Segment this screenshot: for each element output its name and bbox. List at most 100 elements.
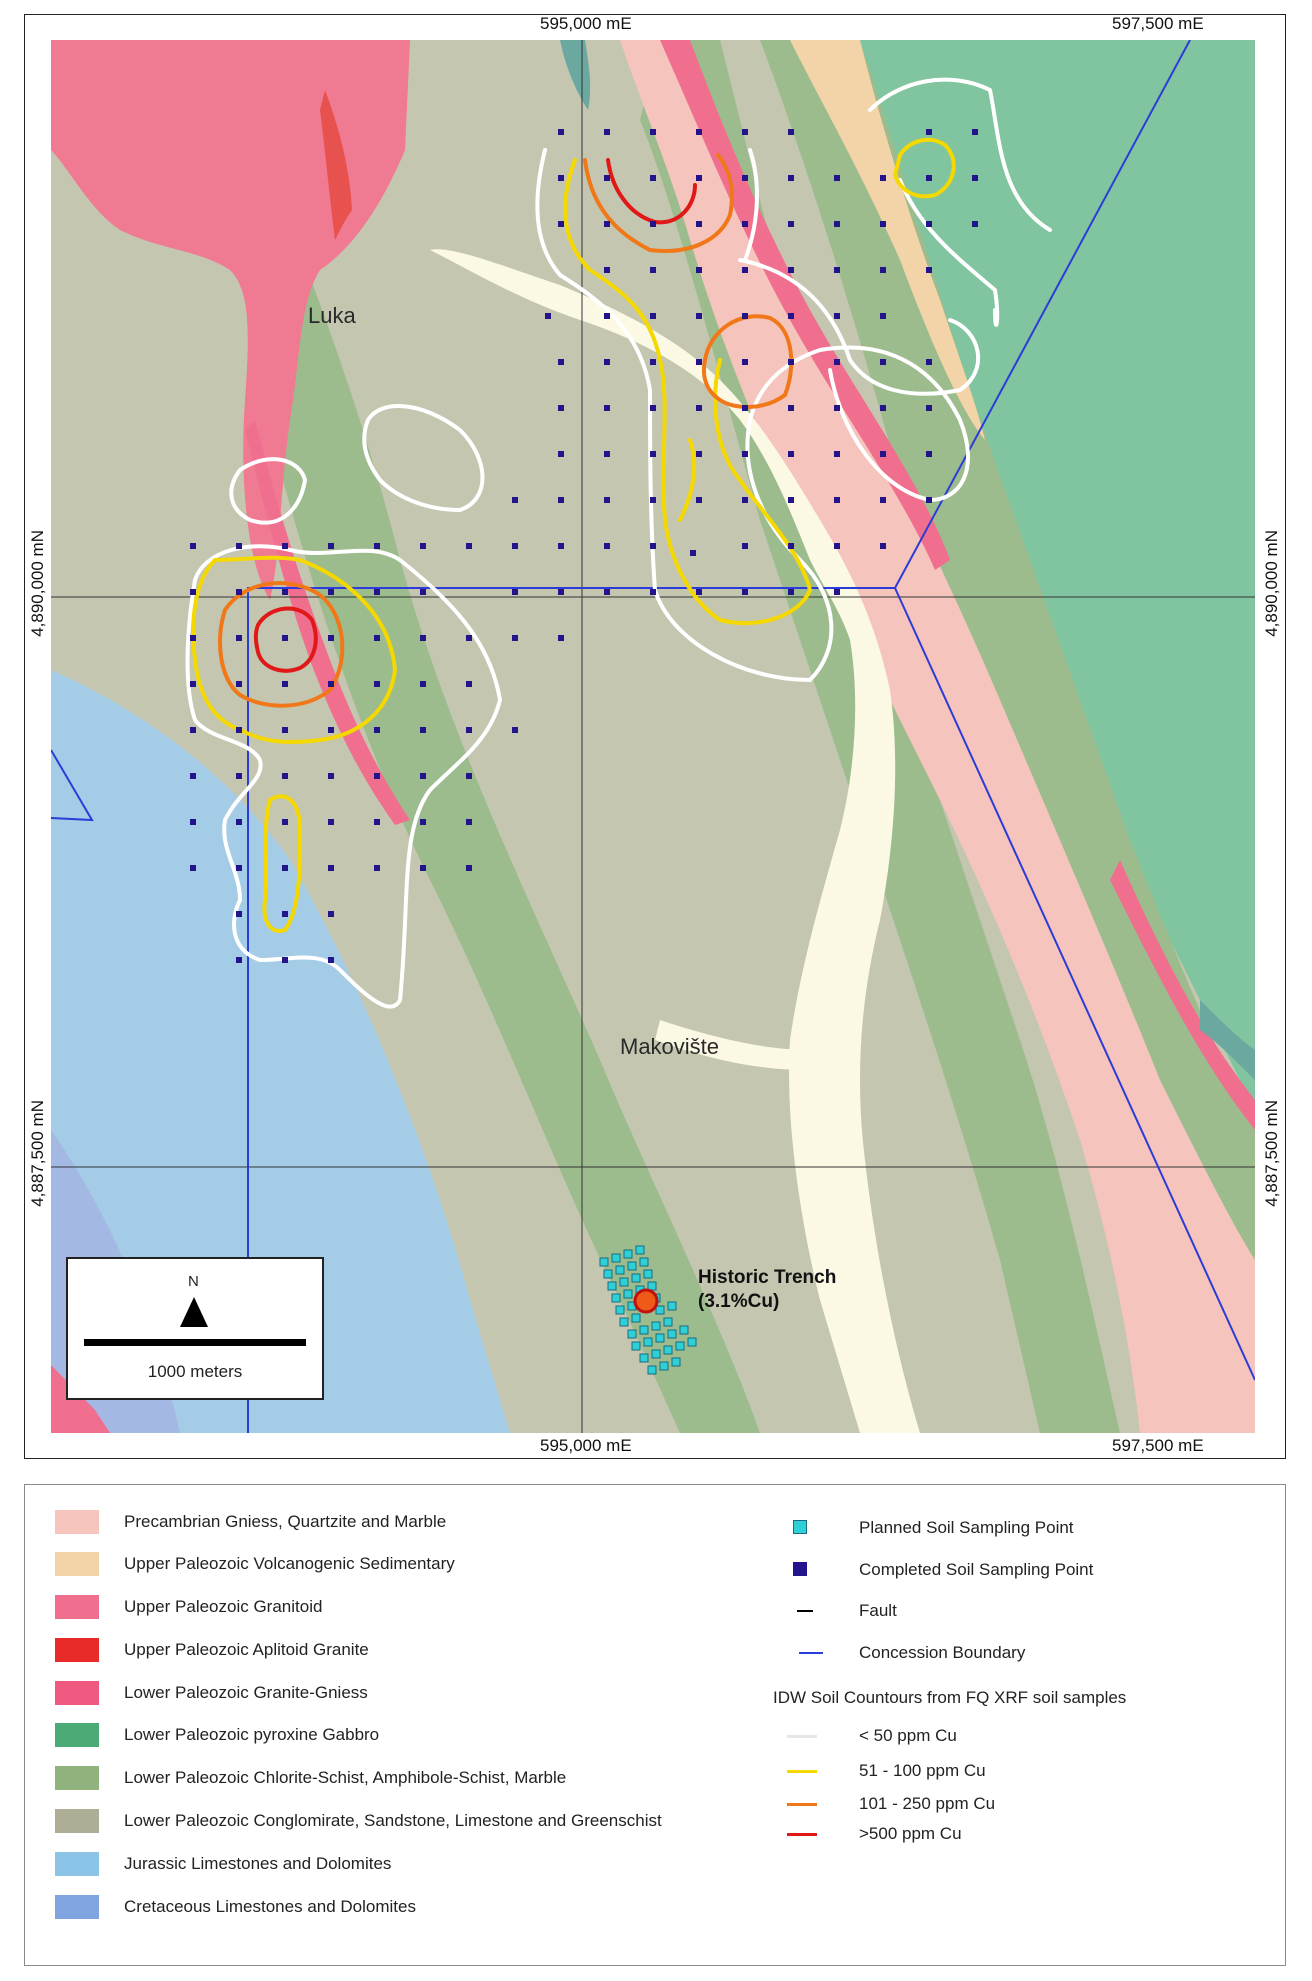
legend-label: Lower Paleozoic Chlorite-Schist, Amphibo… xyxy=(124,1768,567,1787)
legend-swatch xyxy=(55,1723,99,1747)
coord-left-4890000: 4,890,000 mN xyxy=(28,530,47,637)
scale-bar xyxy=(84,1339,306,1346)
coord-bottom-595000: 595,000 mE xyxy=(540,1436,632,1455)
legend-item-fault: Fault xyxy=(787,1600,897,1622)
contour-lt50 xyxy=(738,258,980,396)
contour-lt50-icon xyxy=(787,1735,817,1738)
unit-teal-strip-se xyxy=(1200,1000,1255,1080)
legend-item-cretaceous: Cretaceous Limestones and Dolomites xyxy=(55,1895,416,1919)
legend-swatch xyxy=(55,1895,99,1919)
legend-item-contour-gt500: >500 ppm Cu xyxy=(787,1823,962,1845)
legend-item-conglomerate: Lower Paleozoic Conglomirate, Sandstone,… xyxy=(55,1809,662,1833)
unit-granite-gneiss-stripe xyxy=(660,40,950,570)
legend-label: Planned Soil Sampling Point xyxy=(859,1518,1074,1537)
contour-51-100 xyxy=(563,158,813,626)
legend-label: Lower Paleozoic Granite-Gniess xyxy=(124,1683,368,1702)
legend-swatch xyxy=(55,1681,99,1705)
legend-item-jurassic: Jurassic Limestones and Dolomites xyxy=(55,1852,392,1876)
legend-label: Completed Soil Sampling Point xyxy=(859,1560,1094,1579)
fault-line-icon xyxy=(797,1610,813,1612)
contour-51-100-icon xyxy=(787,1770,817,1773)
legend-label: Lower Paleozoic pyroxine Gabbro xyxy=(124,1725,380,1744)
legend-item-granite-gneiss: Lower Paleozoic Granite-Gniess xyxy=(55,1681,368,1705)
legend-item-planned-point: Planned Soil Sampling Point xyxy=(787,1517,1074,1539)
contour-lt50 xyxy=(535,148,971,683)
legend-swatch xyxy=(55,1638,99,1662)
coord-top-597500: 597,500 mE xyxy=(1112,14,1204,33)
legend-item-chlorite-schist: Lower Paleozoic Chlorite-Schist, Amphibo… xyxy=(55,1766,567,1790)
scale-label: 1000 meters xyxy=(147,1362,243,1381)
contour-51-100 xyxy=(892,137,956,199)
unit-granitoid-nw xyxy=(51,40,410,600)
unit-aplitoid xyxy=(320,90,352,240)
contour-51-100 xyxy=(678,438,697,522)
coord-right-4887500: 4,887,500 mN xyxy=(1262,1100,1281,1207)
contour-lt50 xyxy=(362,404,485,513)
legend-item-contour-51-100: 51 - 100 ppm Cu xyxy=(787,1760,986,1782)
legend-item-completed-point: Completed Soil Sampling Point xyxy=(787,1559,1093,1581)
coord-bottom-597500: 597,500 mE xyxy=(1112,1436,1204,1455)
place-makoviste: Makovište xyxy=(620,1034,720,1059)
unit-teal-strip xyxy=(560,40,591,110)
legend-contour-heading: IDW Soil Countours from FQ XRF soil samp… xyxy=(773,1688,1127,1707)
legend-label: 51 - 100 ppm Cu xyxy=(859,1761,986,1780)
legend-swatch xyxy=(55,1552,99,1576)
legend-label: < 50 ppm Cu xyxy=(859,1726,957,1745)
contour-101-250 xyxy=(701,314,794,409)
planned-point-icon xyxy=(793,1520,807,1534)
contour-101-250 xyxy=(583,153,734,253)
contour-101-250 xyxy=(218,581,345,708)
contour-lt50 xyxy=(743,148,759,262)
legend-item-contour-101-250: 101 - 250 ppm Cu xyxy=(787,1793,995,1815)
unit-granite-gneiss-stripe-2 xyxy=(1110,860,1255,1130)
coord-right-4890000: 4,890,000 mN xyxy=(1262,530,1281,637)
coord-left-4887500: 4,887,500 mN xyxy=(28,1100,47,1207)
unit-quaternary xyxy=(430,249,920,1433)
legend-swatch xyxy=(55,1852,99,1876)
legend-swatch xyxy=(55,1510,99,1534)
completed-sampling-points xyxy=(190,129,978,963)
unit-volcanogenic xyxy=(790,40,985,440)
legend-label: 101 - 250 ppm Cu xyxy=(859,1794,996,1813)
contour-lt50 xyxy=(868,77,1052,327)
legend-label: Concession Boundary xyxy=(859,1643,1026,1662)
legend-swatch xyxy=(55,1595,99,1619)
legend: Precambrian Gniess, Quartzite and Marble… xyxy=(24,1484,1286,1966)
legend-label: Cretaceous Limestones and Dolomites xyxy=(124,1897,416,1916)
unit-quaternary-branch xyxy=(655,1020,810,1070)
contour-gt500 xyxy=(253,606,318,673)
unit-precambrian xyxy=(620,40,1255,1433)
legend-swatch xyxy=(55,1809,99,1833)
legend-item-gabbro: Lower Paleozoic pyroxine Gabbro xyxy=(55,1723,380,1747)
legend-item-volcanogenic: Upper Paleozoic Volcanogenic Sedimentary xyxy=(55,1552,455,1576)
north-arrow-icon xyxy=(180,1297,208,1327)
legend-label: Upper Paleozoic Aplitoid Granite xyxy=(124,1640,369,1659)
contour-lt50 xyxy=(229,457,308,525)
contour-51-100 xyxy=(262,794,303,933)
north-label: N xyxy=(188,1273,199,1290)
geology-map xyxy=(51,40,1255,1433)
legend-item-granitoid: Upper Paleozoic Granitoid xyxy=(55,1595,323,1619)
historic-trench-label: Historic Trench (3.1%Cu) xyxy=(698,1266,836,1314)
contour-51-100 xyxy=(191,555,398,744)
completed-point-icon xyxy=(793,1562,807,1576)
legend-item-contour-lt50: < 50 ppm Cu xyxy=(787,1725,957,1747)
contour-lt50 xyxy=(185,544,503,1009)
legend-swatch xyxy=(55,1766,99,1790)
contour-101-250-icon xyxy=(787,1803,817,1806)
historic-trench-marker xyxy=(633,1288,659,1314)
contour-gt500-icon xyxy=(787,1833,817,1836)
scale-box: N 1000 meters xyxy=(66,1257,324,1400)
legend-label: Upper Paleozoic Granitoid xyxy=(124,1597,323,1616)
legend-label: Lower Paleozoic Conglomirate, Sandstone,… xyxy=(124,1811,662,1830)
legend-label: Jurassic Limestones and Dolomites xyxy=(124,1854,392,1873)
coord-top-595000: 595,000 mE xyxy=(540,14,632,33)
unit-jurassic xyxy=(51,670,510,1433)
historic-trench-grade: (3.1%Cu) xyxy=(698,1291,780,1312)
unit-gabbro xyxy=(860,40,1255,1110)
legend-label: >500 ppm Cu xyxy=(859,1824,962,1843)
legend-item-aplitoid: Upper Paleozoic Aplitoid Granite xyxy=(55,1638,369,1662)
place-luka: Luka xyxy=(308,303,356,328)
legend-label: Fault xyxy=(859,1601,897,1620)
legend-label: Precambrian Gniess, Quartzite and Marble xyxy=(124,1512,447,1531)
